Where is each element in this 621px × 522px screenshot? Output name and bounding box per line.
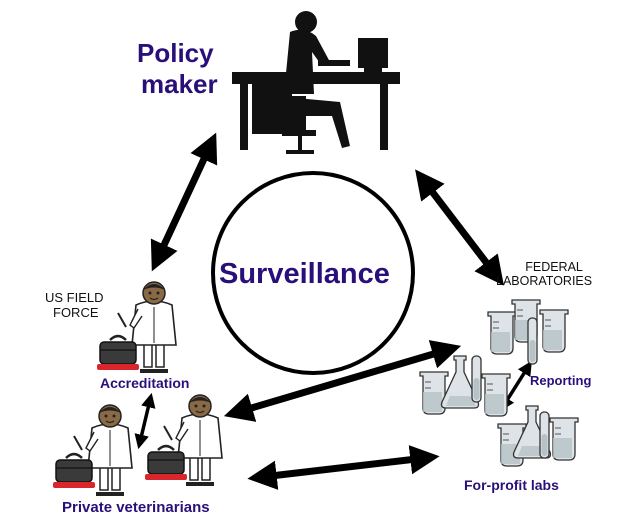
federal-labs-line1: FEDERAL (525, 260, 583, 274)
arrow-reporting (500, 360, 532, 412)
arrow-vets-labs (223, 340, 462, 422)
arrow-policy-fieldforce (150, 132, 218, 272)
for-profit-labs-label: For-profit labs (464, 477, 559, 493)
arrow-vets-forprofit (247, 445, 440, 490)
us-field-force-line2: FORCE (53, 305, 99, 320)
us-field-force-line1: US FIELD (45, 290, 104, 305)
arrow-accreditation (134, 392, 156, 450)
reporting-label: Reporting (530, 373, 592, 388)
policy-maker-line2: maker (141, 69, 218, 99)
person-at-desk-icon (232, 11, 400, 154)
policy-maker-label: Policy maker (137, 38, 218, 100)
accreditation-label: Accreditation (100, 375, 190, 391)
center-label: Surveillance (219, 258, 390, 290)
arrow-policy-labs (415, 169, 504, 286)
policy-maker-line1: Policy (137, 38, 214, 68)
federal-labs-line2: LABORATORIES (496, 274, 593, 288)
lab-glassware-icon (419, 299, 569, 417)
federal-labs-label: FEDERAL LABORATORIES (496, 260, 592, 288)
us-field-force-label: US FIELD FORCE (45, 290, 104, 320)
private-vets-label: Private veterinarians (62, 499, 210, 516)
lab-glassware-icon (497, 405, 579, 467)
